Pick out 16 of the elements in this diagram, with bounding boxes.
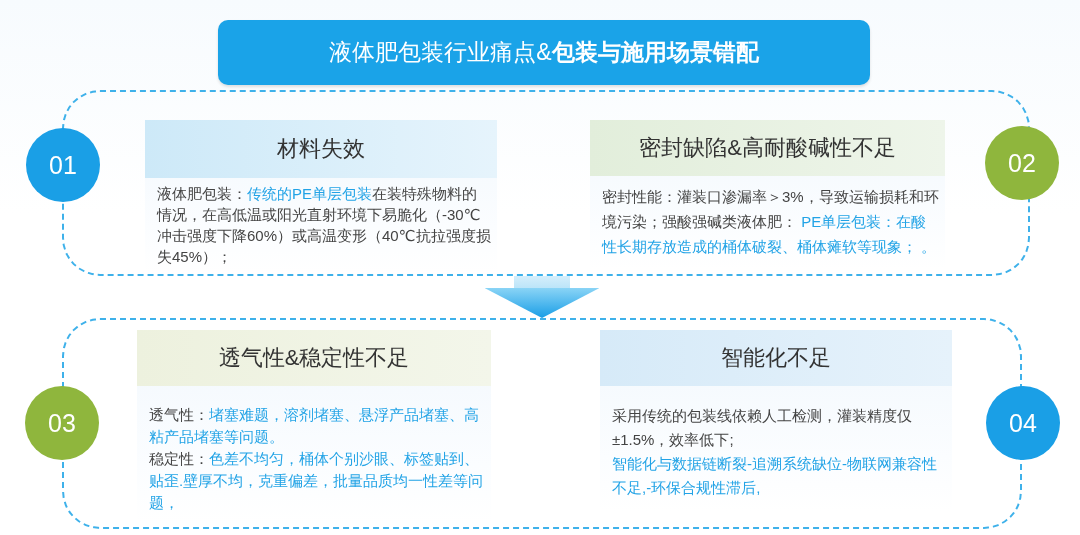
card-heading: 透气性&稳定性不足 xyxy=(137,330,491,386)
card-text: 液体肥包装：传统的PE单层包装在装特殊物料的情况，在高低温或阳光直射环境下易脆化（-30℃冲击强度下降60%）或高温变形（40℃抗拉强度损失45%）； xyxy=(155,184,492,267)
card-heading: 材料失效 xyxy=(145,120,497,178)
number-circle: 01 xyxy=(26,128,100,202)
down-arrow xyxy=(484,276,600,318)
card-text: 稳定性：色差不均匀，桶体个别沙眼、标签贴到、贴歪.壁厚不均，克重偏差，批量品质均一性差等问题， xyxy=(148,449,485,513)
card-text: 采用传统的包装线依赖人工检测，灌装精度仅±1.5%，效率低下; xyxy=(611,406,913,450)
card-heading: 密封缺陷&高耐酸碱性不足 xyxy=(590,120,945,176)
card-text: 透气性：堵塞难题，溶剂堵塞、悬浮产品堵塞、高粘产品堵塞等问题。 xyxy=(148,405,480,447)
title-banner: 液体肥包装行业痛点&包装与施用场景错配 xyxy=(218,20,870,85)
number-circle: 02 xyxy=(985,126,1059,200)
card-heading: 智能化不足 xyxy=(600,330,952,386)
number-circle: 04 xyxy=(986,386,1060,460)
number-circle: 03 xyxy=(25,386,99,460)
card-text: 密封性能：灌装口渗漏率＞3%，导致运输损耗和环境污染；强酸强碱类液体肥： PE单层包装：在酸性长期存放造成的桶体破裂、桶体瘫软等现象； 。 xyxy=(600,187,940,257)
card-text: 智能化与数据链断裂-追溯系统缺位-物联网兼容性不足,-环保合规性滞后, xyxy=(611,454,938,498)
